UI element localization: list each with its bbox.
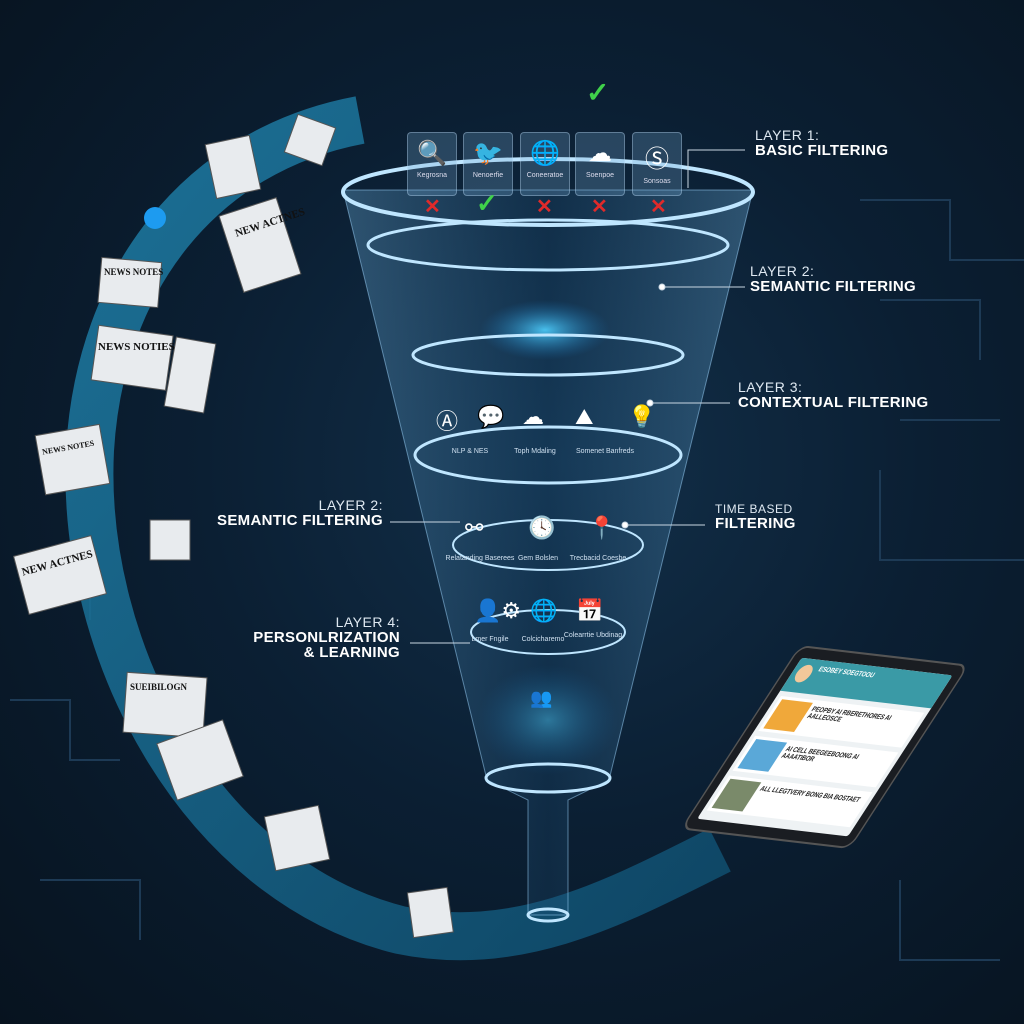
layer-2-label: LAYER 2:SEMANTIC FILTERING (750, 263, 916, 295)
chat-a-icon: Ⓐ (436, 409, 459, 434)
source-chip[interactable]: 🐦Nenoerfie (463, 132, 513, 196)
road-icon: ⛰ (575, 404, 594, 429)
users-icon: 👥 (530, 688, 553, 708)
reject-x-icon: ✕ (424, 196, 441, 218)
layer-3-label: LAYER 3:CONTEXTUAL FILTERING (738, 379, 929, 411)
chat-a-icon: 💬 (477, 404, 505, 429)
map-pin-icon: 📍 (588, 515, 616, 540)
search-icon: 🔍 (417, 140, 447, 167)
globe-icon: 🌐 (530, 140, 560, 167)
reject-x-icon: ✕ (536, 196, 553, 218)
layer-2-left-label: LAYER 2:SEMANTIC FILTERING (217, 497, 383, 529)
cloud-face-icon: ☁ (522, 404, 544, 429)
layer-4-label: LAYER 4:PERSONLRIZATION& LEARNING (253, 614, 400, 662)
globe-icon: 🌐 (530, 598, 558, 623)
network-globe (478, 665, 618, 775)
s-circle-icon: Ⓢ (645, 146, 669, 173)
twitter-bubble-icon (144, 207, 166, 229)
news-photo (763, 699, 813, 732)
layer-1-label: LAYER 1:BASIC FILTERING (755, 127, 889, 159)
accept-check-icon: ✓ (476, 188, 498, 218)
link-icon: ⚯ (465, 515, 484, 540)
funnel-body (342, 189, 754, 916)
calendar-icon: 📅 (576, 598, 604, 623)
clock-icon: 🕓 (528, 515, 556, 540)
source-chip[interactable]: 🌐Coneeratoe (520, 132, 570, 196)
svg-text:NEWS NOTES: NEWS NOTES (104, 267, 163, 277)
cloud-icon: ☁ (588, 140, 612, 167)
twitter-icon: 🐦 (473, 140, 503, 167)
label-connectors (390, 149, 745, 644)
svg-text:NEWS NOTIES: NEWS NOTIES (98, 341, 175, 353)
source-chip[interactable]: 🔍Kegrosna (407, 132, 457, 196)
user-gear-icon: 👤⚙ (474, 598, 522, 623)
news-photo (737, 739, 788, 772)
news-photo (711, 778, 762, 812)
svg-text:SUEIBILOGN: SUEIBILOGN (130, 682, 188, 692)
avatar (791, 664, 817, 684)
reject-x-icon: ✕ (591, 196, 608, 218)
circuit-lines (10, 199, 1024, 961)
lightbulb-icon: 💡 (628, 404, 656, 429)
reject-x-icon: ✕ (650, 196, 667, 218)
source-chip[interactable]: ☁Soenpoe (575, 132, 625, 196)
accept-check-icon: ✓ (586, 77, 610, 108)
funnel-rings (341, 157, 755, 923)
brain-icon (480, 300, 610, 360)
newspapers (12, 113, 454, 939)
